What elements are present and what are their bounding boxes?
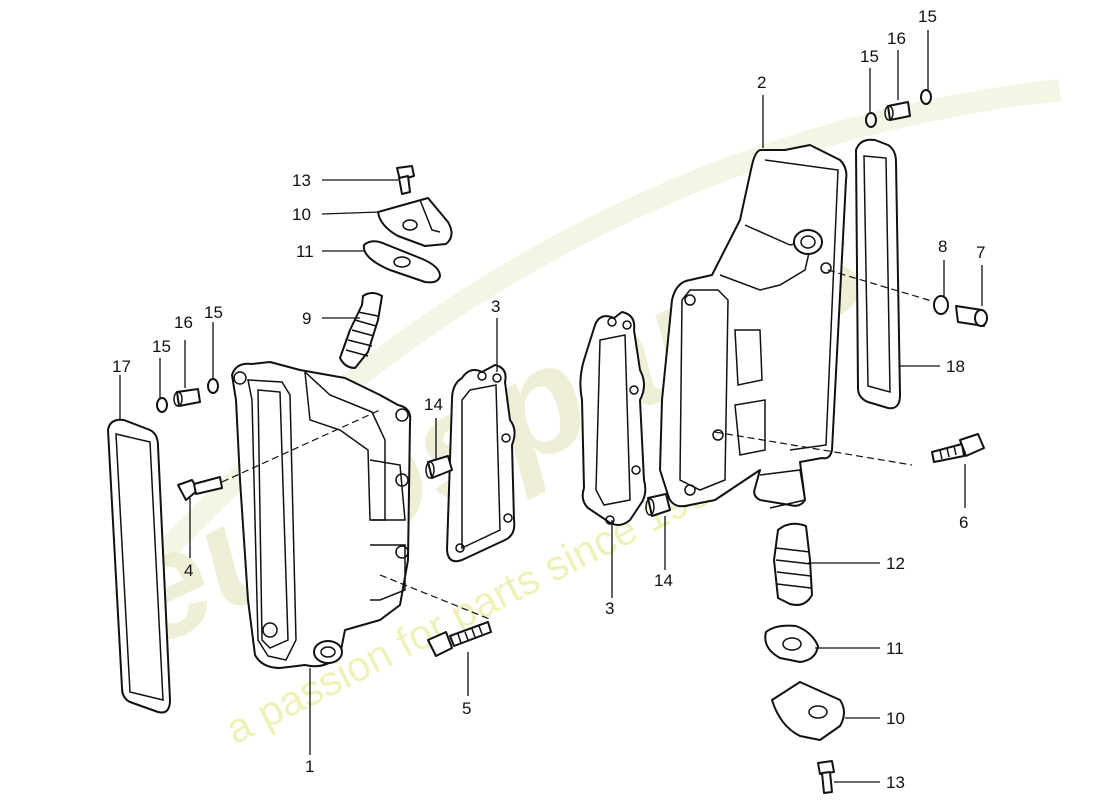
callout-10-top: 10 xyxy=(292,205,311,224)
gasket-3-left xyxy=(446,364,516,563)
washer-8 xyxy=(933,295,949,315)
bolt-5 xyxy=(427,621,492,657)
washer-15-right-b xyxy=(920,89,932,105)
cover-housing-2 xyxy=(659,144,848,509)
callout-15-left-b: 15 xyxy=(204,303,223,322)
callout-8: 8 xyxy=(938,237,947,256)
gasket-3-right xyxy=(579,311,647,526)
callout-13-bottom: 13 xyxy=(886,773,905,792)
callout-15-right-a: 15 xyxy=(860,47,879,66)
sleeve-14-left xyxy=(425,455,453,479)
plug-16-left xyxy=(173,388,201,407)
callout-12: 12 xyxy=(886,554,905,573)
callout-13-top: 13 xyxy=(292,171,311,190)
callout-15-right-b: 15 xyxy=(918,7,937,26)
callout-7: 7 xyxy=(976,243,985,262)
callout-3-left: 3 xyxy=(491,297,500,316)
sleeve-14-right xyxy=(645,493,671,517)
callout-3-right: 3 xyxy=(605,599,614,618)
seal-18 xyxy=(855,138,901,410)
bolt-4 xyxy=(177,476,223,501)
callout-15-left-a: 15 xyxy=(152,337,171,356)
screw-13-bottom xyxy=(817,760,835,794)
callouts: 17 15 16 15 4 13 10 11 9 3 14 5 1 3 14 2… xyxy=(112,7,985,792)
plug-16-right xyxy=(884,101,911,121)
callout-1: 1 xyxy=(305,757,314,776)
callout-16-right: 16 xyxy=(887,29,906,48)
watermark: eurospares a passion for parts since 198… xyxy=(90,79,1062,753)
callout-16-left: 16 xyxy=(174,313,193,332)
callout-2: 2 xyxy=(757,73,766,92)
thermostat-12 xyxy=(773,522,813,606)
callout-18: 18 xyxy=(946,357,965,376)
washer-15-left-a xyxy=(156,397,168,413)
screw-13-top xyxy=(396,165,415,195)
thermostat-9 xyxy=(339,292,383,369)
callout-17: 17 xyxy=(112,357,131,376)
callout-10-bottom: 10 xyxy=(886,709,905,728)
thermostat-cover-10-top xyxy=(377,197,453,247)
leader-lines xyxy=(119,30,983,783)
washer-15-left-b xyxy=(207,378,219,394)
thermostat-cover-10-bottom xyxy=(771,681,845,741)
callout-11-top: 11 xyxy=(296,242,314,261)
seal-17 xyxy=(107,418,171,714)
callout-6: 6 xyxy=(959,513,968,532)
washer-15-right-a xyxy=(865,112,877,128)
cover-housing-1 xyxy=(231,361,412,669)
callout-9: 9 xyxy=(302,309,311,328)
plug-7 xyxy=(955,305,988,327)
assembly-lines xyxy=(221,269,936,621)
bolt-6 xyxy=(931,433,985,463)
gasket-11-bottom xyxy=(764,624,819,663)
callout-14-left: 14 xyxy=(424,395,443,414)
callout-14-right: 14 xyxy=(654,571,673,590)
gasket-11-top xyxy=(362,240,441,284)
callout-5: 5 xyxy=(462,699,471,718)
callout-11-bottom: 11 xyxy=(886,639,904,658)
callout-4: 4 xyxy=(184,561,193,580)
